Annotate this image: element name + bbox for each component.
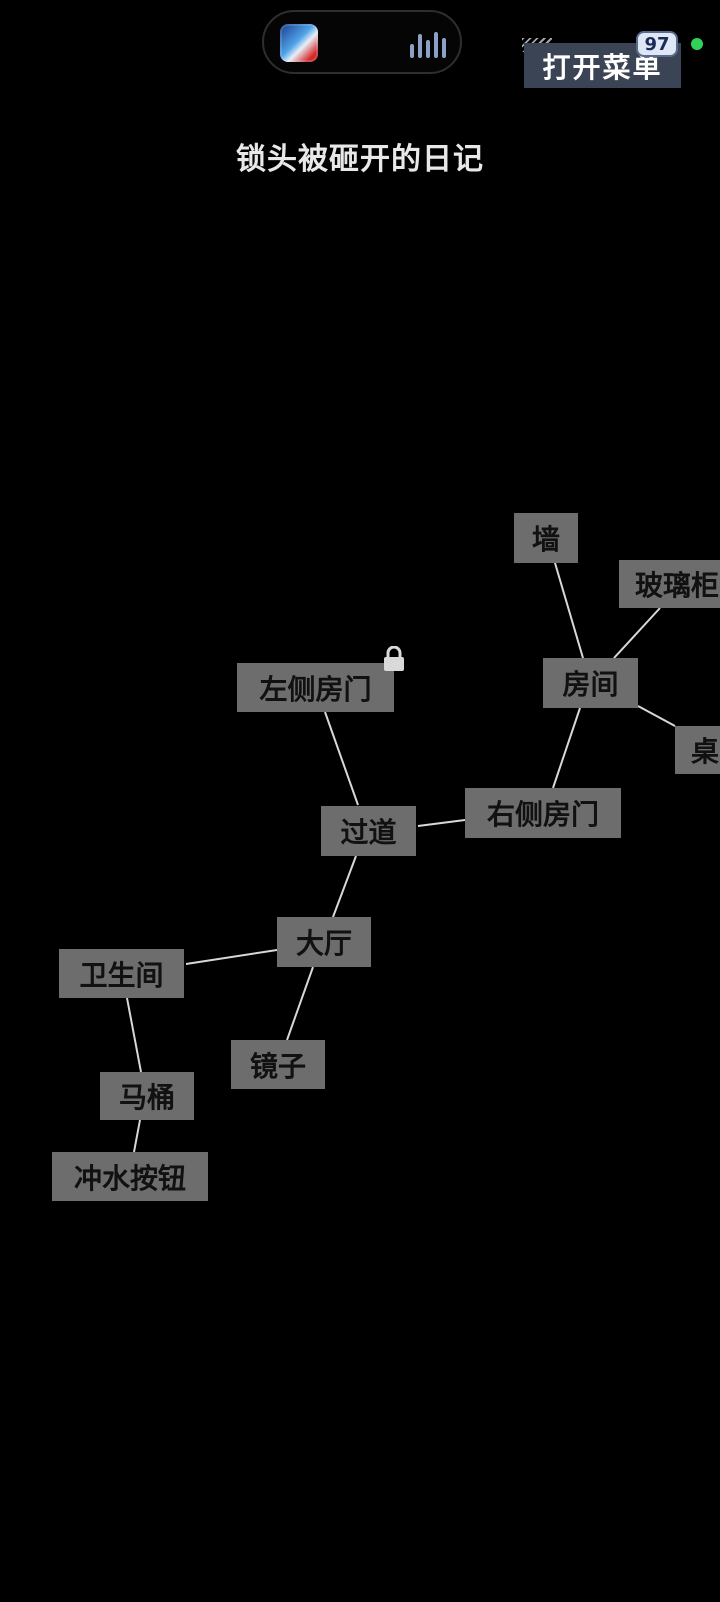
link-leftdoor-corridor bbox=[324, 711, 359, 806]
node-mirror[interactable]: 镜子 bbox=[231, 1040, 325, 1089]
game-app-icon bbox=[280, 24, 318, 62]
link-hall-mirror bbox=[286, 966, 314, 1041]
node-wall[interactable]: 墙 bbox=[514, 513, 578, 563]
node-corridor[interactable]: 过道 bbox=[321, 806, 416, 856]
node-flush-button[interactable]: 冲水按钮 bbox=[52, 1152, 208, 1201]
node-glass-cabinet[interactable]: 玻璃柜 bbox=[619, 560, 720, 608]
node-room[interactable]: 房间 bbox=[543, 658, 638, 708]
node-left-door[interactable]: 左侧房门 bbox=[237, 663, 394, 712]
dynamic-island[interactable] bbox=[262, 10, 462, 74]
audio-wave-icon bbox=[410, 30, 446, 58]
node-toilet[interactable]: 马桶 bbox=[100, 1072, 194, 1120]
lock-icon bbox=[384, 646, 404, 671]
link-room-table bbox=[637, 705, 676, 727]
link-hall-bathroom bbox=[185, 949, 278, 965]
node-bathroom[interactable]: 卫生间 bbox=[59, 949, 184, 998]
link-wall-room bbox=[554, 562, 584, 659]
link-rightdoor-corridor bbox=[417, 819, 466, 827]
status-dot bbox=[691, 38, 703, 50]
link-corridor-hall bbox=[332, 855, 357, 918]
notification-badge: 97 bbox=[636, 31, 678, 57]
link-room-rightdoor bbox=[552, 707, 581, 789]
link-toilet-flush bbox=[133, 1119, 141, 1153]
page-title: 锁头被砸开的日记 bbox=[236, 142, 484, 177]
link-bathroom-toilet bbox=[126, 997, 142, 1073]
node-hall[interactable]: 大厅 bbox=[277, 917, 371, 967]
node-table[interactable]: 桌 bbox=[675, 726, 720, 774]
link-glass-room bbox=[613, 607, 661, 659]
node-right-door[interactable]: 右侧房门 bbox=[465, 788, 621, 838]
